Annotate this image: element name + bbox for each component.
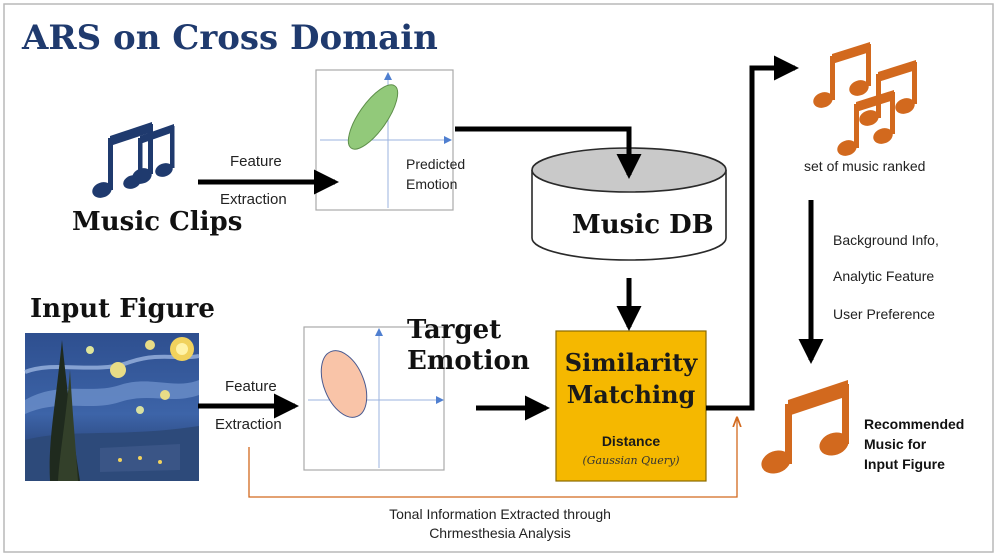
music-notes-icon [92, 122, 175, 198]
figure-feature-label: Feature [225, 378, 277, 395]
music-clips-label: Music Clips [72, 207, 243, 237]
page-title: ARS on Cross Domain [22, 18, 438, 58]
music-db-label: Music DB [572, 210, 714, 240]
music-extraction-label: Extraction [220, 191, 287, 208]
recommended-line2: Music for [864, 436, 927, 452]
target-emotion-line1: Target [407, 315, 502, 345]
tonal-line1: Tonal Information Extracted through [389, 506, 611, 522]
similarity-line1: Similarity [564, 348, 698, 377]
recommended-line3: Input Figure [864, 456, 945, 472]
distance-label: Distance [601, 433, 661, 449]
filter-user: User Preference [833, 306, 935, 322]
starry-night-image [24, 333, 200, 481]
recommended-note-icon [761, 380, 849, 474]
gaussian-query-label: (Gaussian Query) [582, 454, 680, 467]
similarity-box [555, 330, 707, 482]
filter-background: Background Info, [833, 232, 939, 248]
ranked-label: set of music ranked [804, 158, 926, 174]
ranked-notes-icon [813, 42, 917, 156]
target-emotion-plot [303, 326, 445, 471]
music-feature-label: Feature [230, 153, 282, 170]
tonal-line2: Chrmesthesia Analysis [429, 525, 571, 541]
figure-extraction-label: Extraction [215, 416, 282, 433]
tonal-connector [248, 418, 737, 498]
input-figure-label: Input Figure [30, 294, 215, 324]
outer-frame [3, 3, 994, 553]
recommended-line1: Recommended [864, 416, 965, 432]
predicted-emotion-line1: Predicted [406, 156, 466, 172]
similarity-line2: Matching [566, 380, 696, 409]
filter-analytic: Analytic Feature [833, 268, 935, 284]
target-emotion-line2: Emotion [407, 346, 530, 376]
flow-arrows [198, 55, 824, 421]
predicted-emotion-line2: Emotion [406, 176, 458, 192]
